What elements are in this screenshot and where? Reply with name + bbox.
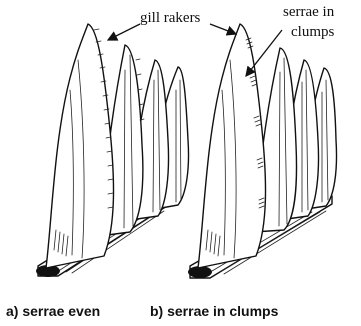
panel-a-serrae-even [36, 24, 189, 277]
caption-a: a) serrae even [6, 303, 100, 319]
panel-a-raker-1 [46, 24, 114, 268]
panel-b-raker-1 [198, 24, 266, 268]
gill-rakers-arrow-right [210, 24, 236, 34]
gill-rakers-label-group: gill rakers [108, 10, 236, 40]
serrae-in-clumps-label-line1: serrae in [283, 4, 335, 20]
gill-rakers-arrow-left [108, 24, 140, 40]
panel-b-serrae-in-clumps [188, 24, 337, 278]
serrae-in-clumps-label-group: serrae in clumps [246, 4, 335, 76]
caption-b: b) serrae in clumps [150, 303, 279, 319]
gill-rakers-label: gill rakers [140, 10, 201, 26]
serrae-in-clumps-label-line2: clumps [291, 24, 334, 40]
